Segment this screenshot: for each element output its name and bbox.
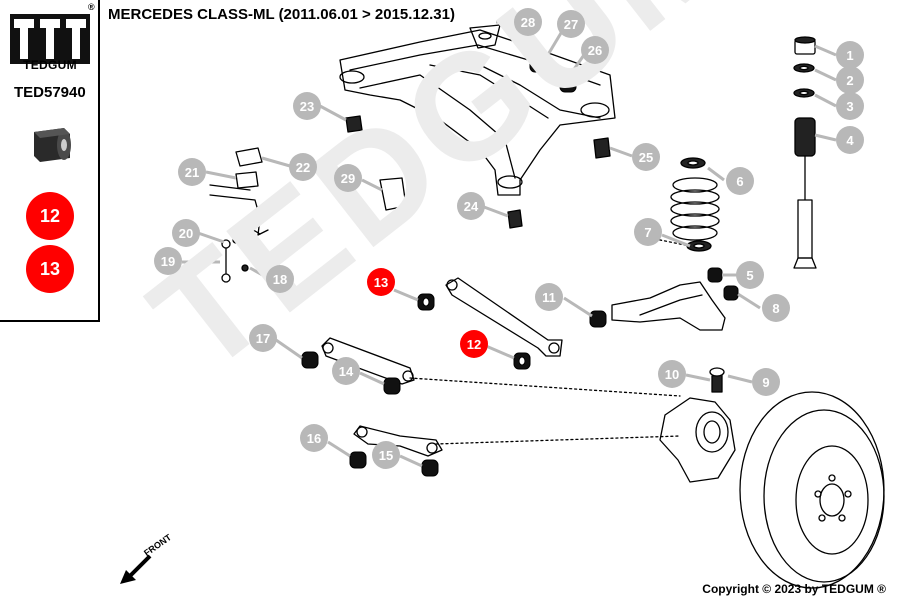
coil-spring bbox=[670, 177, 720, 241]
callout-20: 20 bbox=[172, 219, 200, 247]
callout-29: 29 bbox=[334, 164, 362, 192]
camber-link bbox=[321, 337, 415, 385]
callout-17: 17 bbox=[249, 324, 277, 352]
callout-layer bbox=[182, 20, 837, 468]
wheel bbox=[739, 391, 885, 589]
front-arrow bbox=[116, 548, 176, 588]
brand-name: TEDGUM bbox=[23, 58, 77, 72]
badge-position-13: 13 bbox=[26, 245, 74, 293]
callout-12: 12 bbox=[460, 330, 488, 358]
shock-absorber bbox=[793, 117, 817, 269]
callout-10: 10 bbox=[658, 360, 686, 388]
registered-mark: ® bbox=[88, 2, 95, 12]
product-sidebar: ® TEDGUM TED57940 12 13 bbox=[0, 0, 100, 322]
bushing-product-image bbox=[34, 128, 71, 162]
callout-19: 19 bbox=[154, 247, 182, 275]
wheel-knuckle bbox=[659, 397, 736, 483]
callout-4: 4 bbox=[836, 126, 864, 154]
rear-subframe bbox=[339, 24, 616, 196]
callout-11: 11 bbox=[535, 283, 563, 311]
callout-9: 9 bbox=[752, 368, 780, 396]
callout-13: 13 bbox=[367, 268, 395, 296]
copyright: Copyright © 2023 by TEDGUM ® bbox=[702, 582, 886, 596]
stabilizer-bar bbox=[209, 184, 269, 236]
callout-16: 16 bbox=[300, 424, 328, 452]
trailing-link bbox=[445, 277, 563, 357]
tedgum-logo bbox=[10, 14, 90, 64]
callout-14: 14 bbox=[332, 357, 360, 385]
callout-28: 28 bbox=[514, 8, 542, 36]
bushing-12 bbox=[513, 352, 531, 370]
callout-21: 21 bbox=[178, 158, 206, 186]
callout-24: 24 bbox=[457, 192, 485, 220]
badge-position-12: 12 bbox=[26, 192, 74, 240]
upper-control-arm bbox=[611, 281, 726, 331]
callout-26: 26 bbox=[581, 36, 609, 64]
bushing-13 bbox=[417, 293, 435, 311]
bushing-set bbox=[301, 55, 739, 477]
callout-18: 18 bbox=[266, 265, 294, 293]
callout-27: 27 bbox=[557, 10, 585, 38]
callout-22: 22 bbox=[289, 153, 317, 181]
callout-7: 7 bbox=[634, 218, 662, 246]
callout-5: 5 bbox=[736, 261, 764, 289]
callout-1: 1 bbox=[836, 41, 864, 69]
diagram-title: MERCEDES CLASS-ML (2011.06.01 > 2015.12.… bbox=[108, 6, 455, 23]
callout-23: 23 bbox=[293, 92, 321, 120]
callout-3: 3 bbox=[836, 92, 864, 120]
callout-15: 15 bbox=[372, 441, 400, 469]
callout-25: 25 bbox=[632, 143, 660, 171]
drop-link bbox=[221, 236, 249, 283]
arrow-icon bbox=[120, 554, 152, 584]
callout-6: 6 bbox=[726, 167, 754, 195]
callout-8: 8 bbox=[762, 294, 790, 322]
callout-2: 2 bbox=[836, 66, 864, 94]
part-number: TED57940 bbox=[14, 84, 86, 101]
